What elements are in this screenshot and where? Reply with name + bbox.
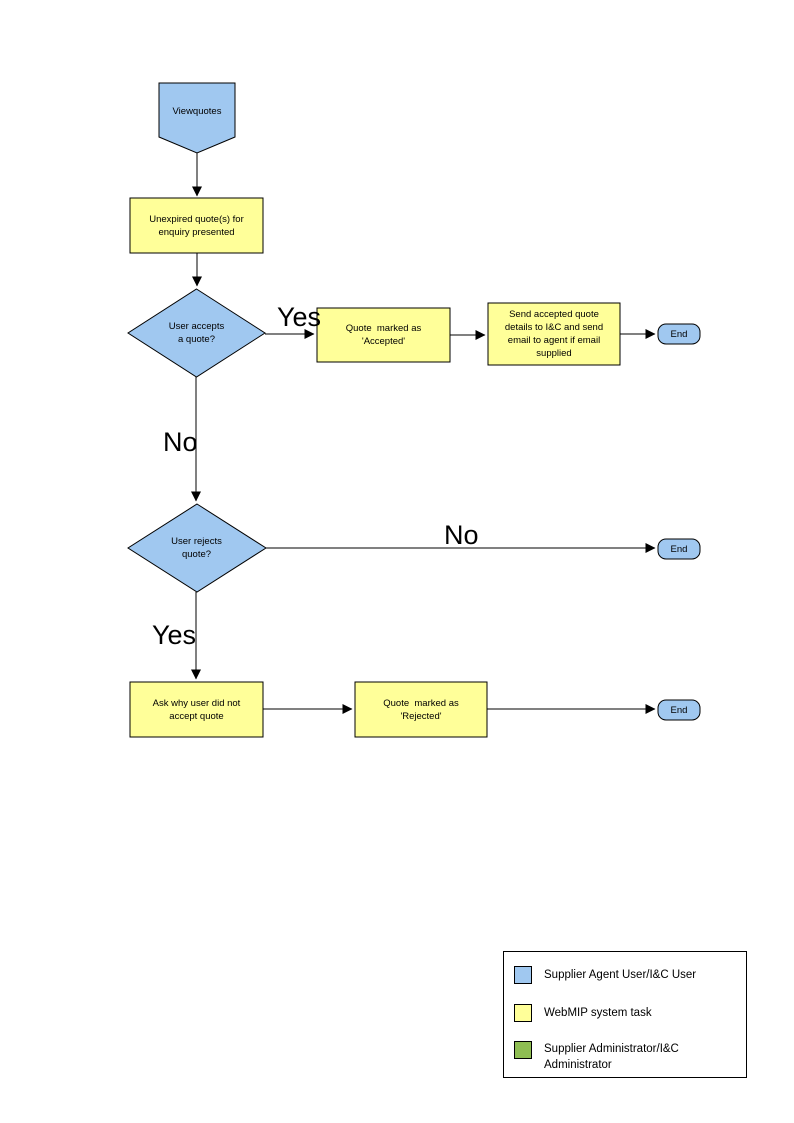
legend-label-supplier-administrator: Supplier Administrator/I&C Administrator xyxy=(544,1043,679,1071)
legend-swatch-system-color xyxy=(514,1004,532,1022)
start-shape-viewquotes xyxy=(158,82,236,154)
end-shape-reject-no xyxy=(657,538,701,560)
end-shape-accept xyxy=(657,323,701,345)
legend-swatch-user-color xyxy=(514,966,532,984)
process-shape-send-details xyxy=(487,302,621,366)
process-shape-unexpired-quotes xyxy=(129,197,264,254)
legend-item-webmip-system-task: WebMIP system task xyxy=(514,1004,740,1022)
decision-shape-user-rejects xyxy=(127,503,267,593)
process-shape-marked-rejected xyxy=(354,681,488,738)
legend-item-supplier-agent-user: Supplier Agent User/I&C User xyxy=(514,966,740,984)
connector-lines xyxy=(191,153,656,714)
legend-item-supplier-administrator: Supplier Administrator/I&C Administrator xyxy=(514,1041,740,1073)
legend-label-webmip-system-task: WebMIP system task xyxy=(544,1007,652,1019)
legend-label-supplier-agent-user: Supplier Agent User/I&C User xyxy=(544,969,697,981)
legend-swatch-admin-color xyxy=(514,1041,532,1059)
decision-shape-user-accepts xyxy=(127,288,266,378)
process-shape-ask-why xyxy=(129,681,264,738)
legend-box: Supplier Agent User/I&C User WebMIP syst… xyxy=(503,951,747,1078)
end-shape-reject xyxy=(657,699,701,721)
process-shape-marked-accepted xyxy=(316,307,451,363)
